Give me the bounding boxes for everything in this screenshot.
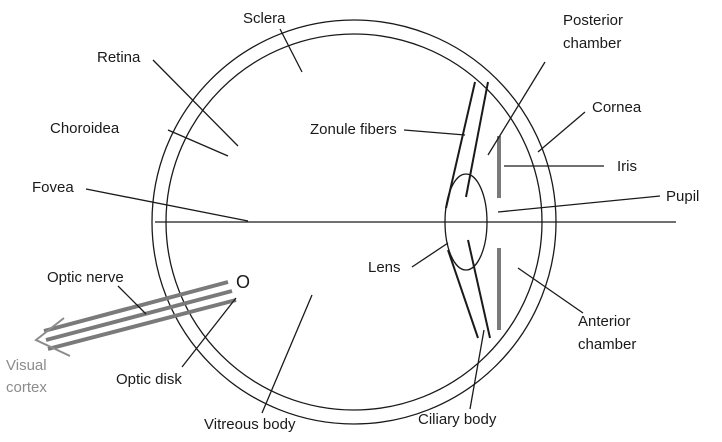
leader-posterior-chamber xyxy=(488,62,545,155)
label-choroidea: Choroidea xyxy=(50,120,120,137)
zonule-fiber-lower-right xyxy=(468,240,490,338)
leader-cornea xyxy=(538,112,585,152)
label-vitreous-body: Vitreous body xyxy=(204,416,296,433)
optic-disk-marker: O xyxy=(236,272,250,292)
label-retina: Retina xyxy=(97,49,141,66)
leader-vitreous-body xyxy=(262,295,312,413)
leader-lens xyxy=(412,243,448,267)
label-optic-nerve: Optic nerve xyxy=(47,269,124,286)
leader-choroidea xyxy=(168,130,228,156)
label-posterior-chamber-1: Posterior xyxy=(563,12,623,29)
leader-sclera xyxy=(280,29,302,72)
leader-retina xyxy=(153,60,238,146)
leader-anterior-chamber xyxy=(518,268,583,313)
label-lens: Lens xyxy=(368,259,401,276)
label-ciliary-body: Ciliary body xyxy=(418,411,497,428)
label-visual-cortex-1: Visual xyxy=(6,357,47,374)
zonule-fiber-upper-right xyxy=(466,82,488,197)
leader-fovea xyxy=(86,189,248,221)
leader-pupil xyxy=(498,196,660,212)
label-anterior-chamber-1: Anterior xyxy=(578,313,631,330)
optic-nerve-fiber-1 xyxy=(44,282,228,331)
optic-nerve-fiber-3 xyxy=(48,300,236,349)
optic-nerve-fiber-2 xyxy=(46,291,232,340)
label-iris: Iris xyxy=(617,158,637,175)
leader-ciliary-body xyxy=(470,330,484,409)
label-fovea: Fovea xyxy=(32,179,74,196)
label-posterior-chamber-2: chamber xyxy=(563,35,621,52)
label-zonule-fibers: Zonule fibers xyxy=(310,121,397,138)
leader-zonule-fibers xyxy=(404,130,465,135)
label-anterior-chamber-2: chamber xyxy=(578,336,636,353)
label-visual-cortex-2: cortex xyxy=(6,379,47,396)
label-cornea: Cornea xyxy=(592,99,642,116)
label-optic-disk: Optic disk xyxy=(116,371,182,388)
label-sclera: Sclera xyxy=(243,10,286,27)
label-pupil: Pupil xyxy=(666,188,699,205)
